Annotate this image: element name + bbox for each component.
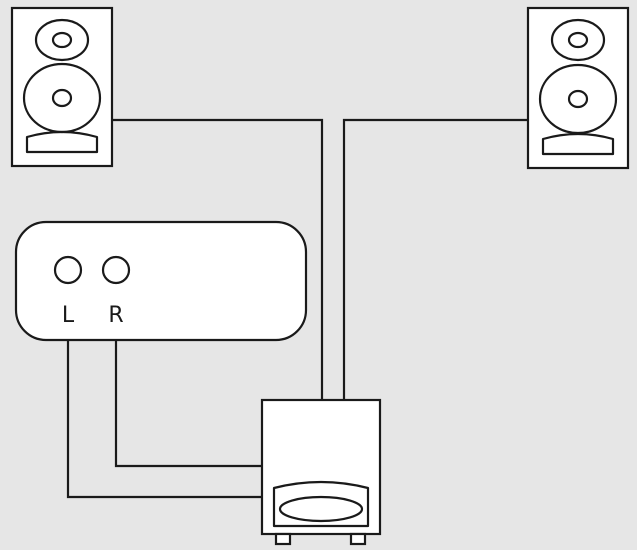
left-speaker-cabinet xyxy=(10,6,114,168)
subwoofer-driver xyxy=(278,495,364,523)
left-channel-wire xyxy=(66,340,262,499)
left-speaker-woofer-inner xyxy=(51,88,73,108)
subwoofer-cabinet xyxy=(260,398,382,536)
right-speaker-cabinet xyxy=(526,6,630,170)
right-speaker xyxy=(526,6,630,170)
left-speaker xyxy=(10,6,114,168)
right-speaker-tweeter-outer xyxy=(550,18,606,62)
subwoofer-port xyxy=(272,480,370,528)
subwoofer-right-foot xyxy=(349,532,367,546)
left-speaker-port xyxy=(25,130,99,154)
left-speaker-tweeter-inner xyxy=(51,31,73,49)
left-speaker-wire xyxy=(112,118,324,400)
source-device-body xyxy=(14,220,308,342)
subwoofer-left-foot xyxy=(274,532,292,546)
right-output-jack xyxy=(101,255,131,285)
right-speaker-port xyxy=(541,132,615,156)
right-channel-label: R xyxy=(108,303,123,328)
right-speaker-tweeter-inner xyxy=(567,31,589,49)
subwoofer xyxy=(260,398,382,546)
left-output-jack xyxy=(53,255,83,285)
left-channel-label: L xyxy=(62,303,75,328)
left-speaker-tweeter-outer xyxy=(34,18,90,62)
source-device: L R xyxy=(14,220,308,342)
right-channel-wire xyxy=(114,340,262,468)
right-speaker-wire xyxy=(342,118,528,400)
right-speaker-woofer-inner xyxy=(567,89,589,109)
